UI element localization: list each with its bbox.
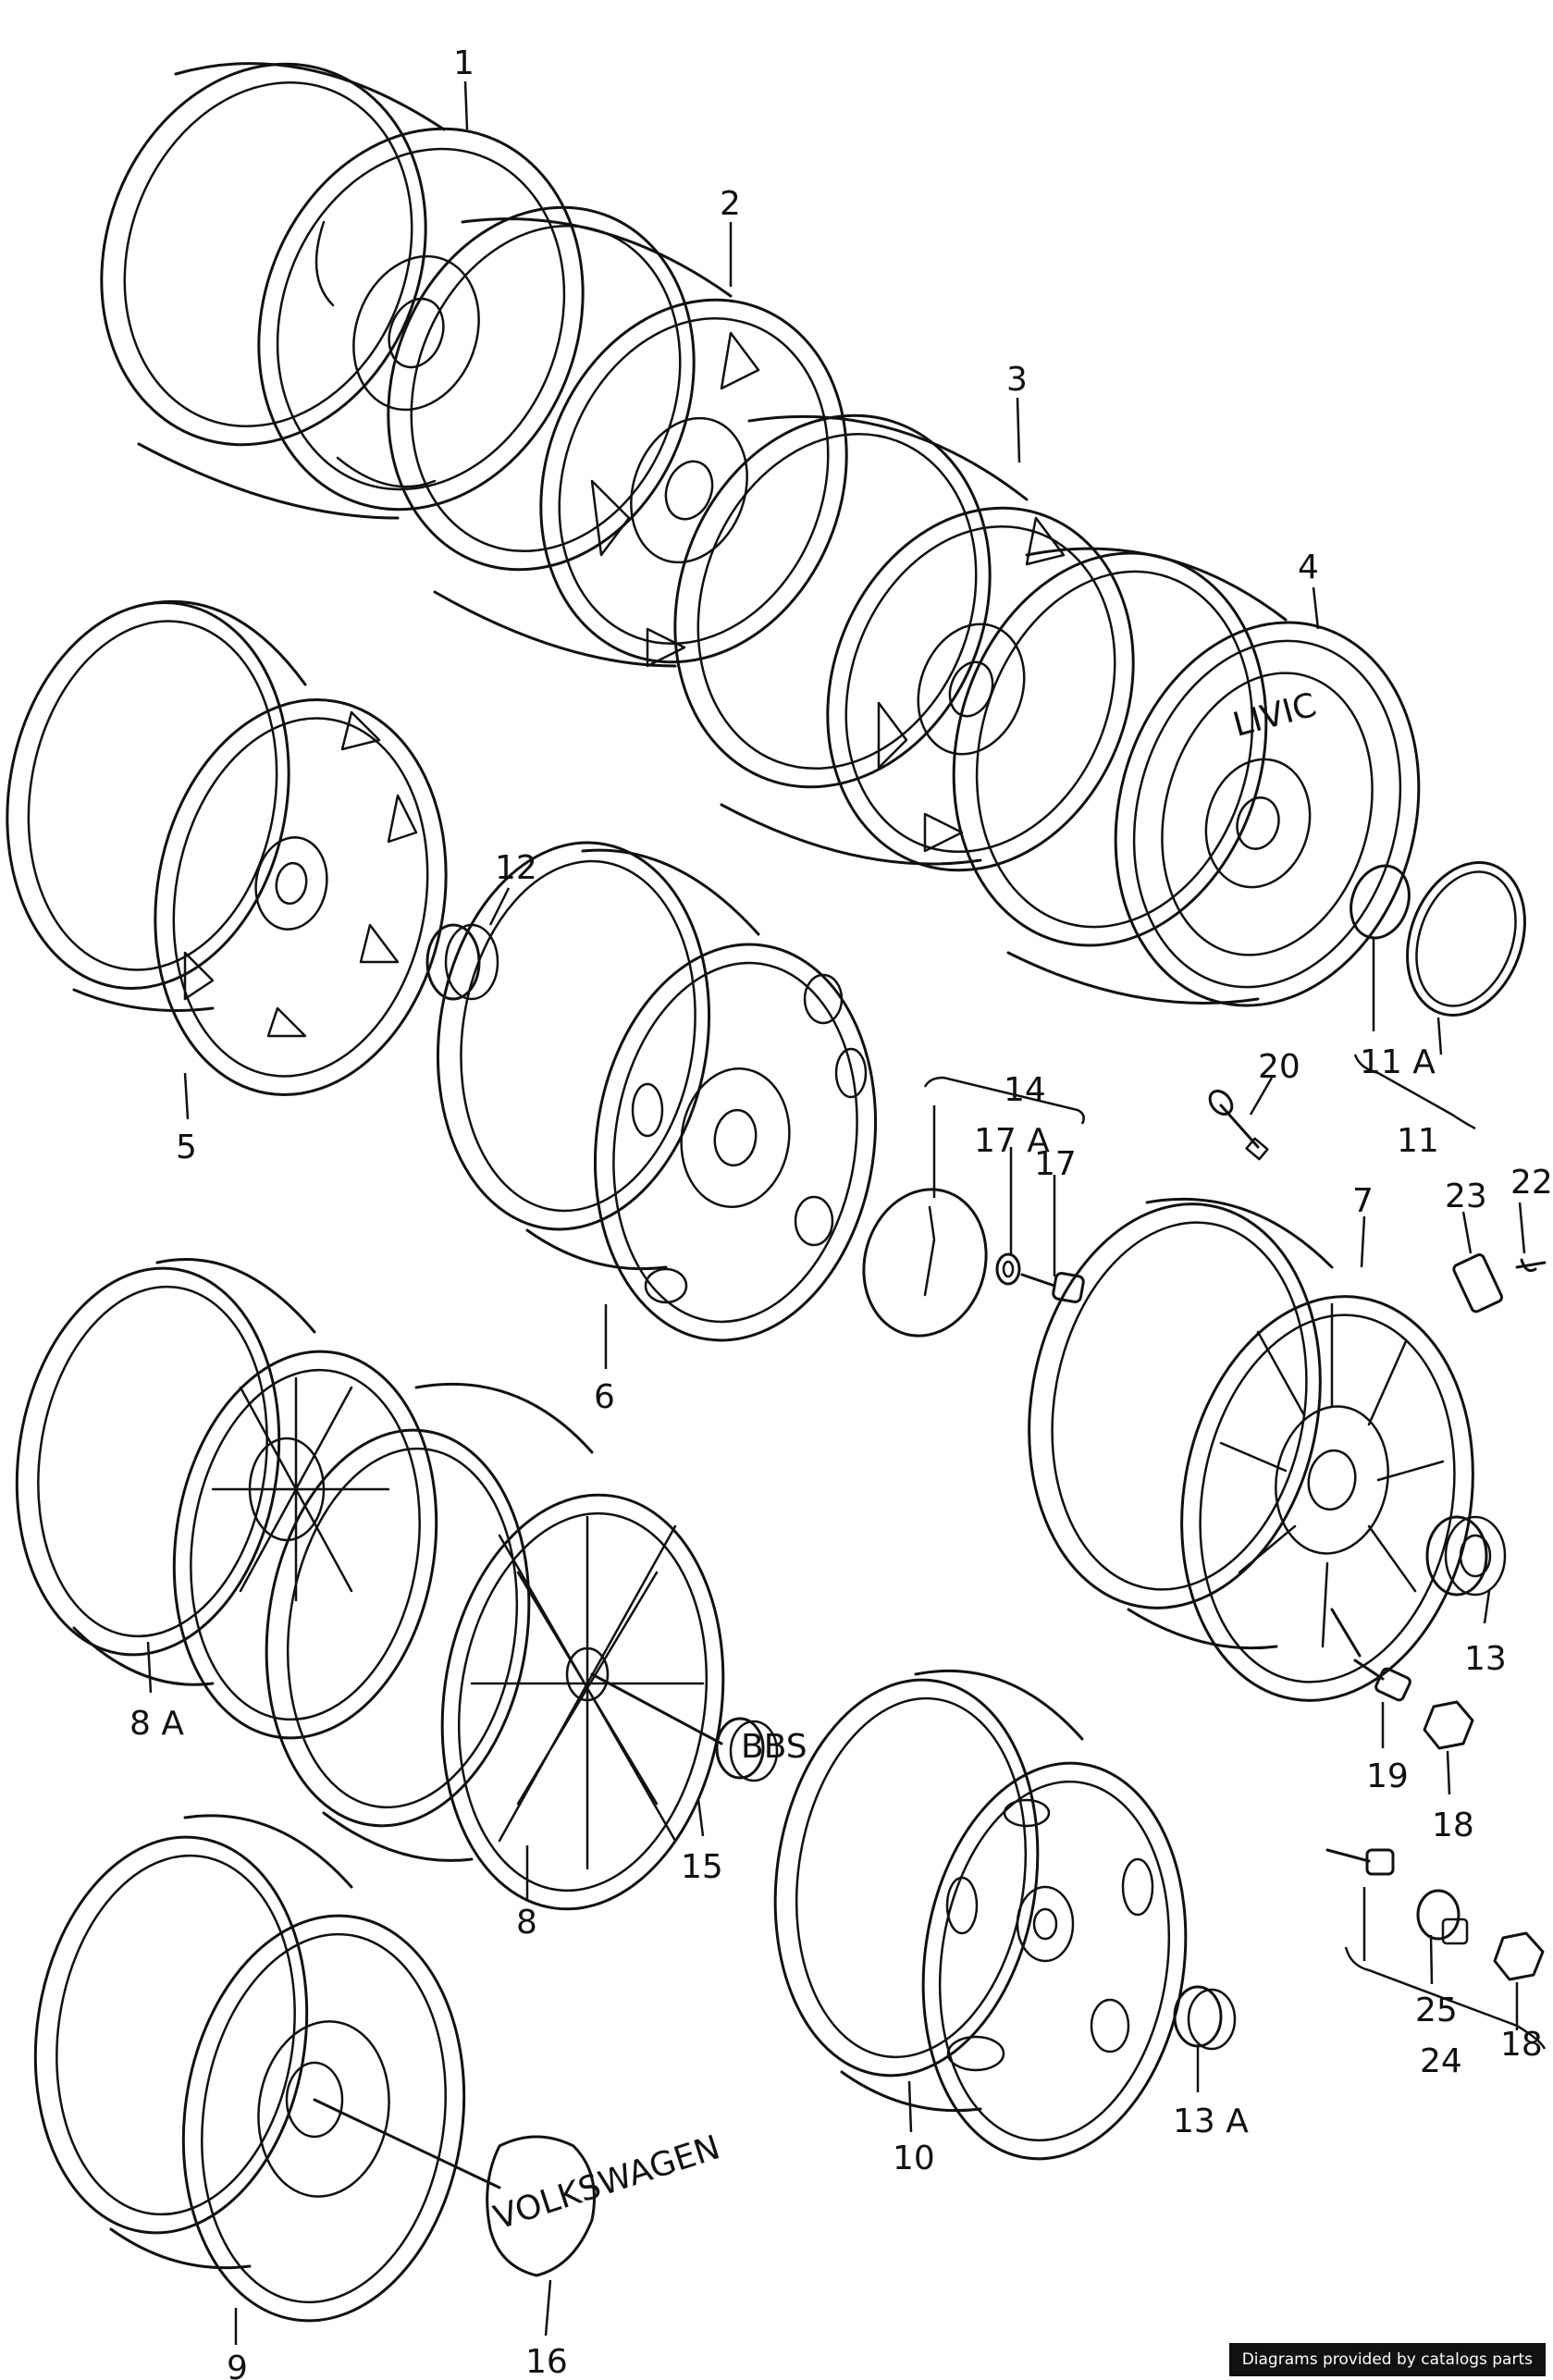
label-17a: 17 A: [974, 1122, 1050, 1160]
label-18-upper: 18: [1432, 1807, 1474, 1844]
label-16: 16: [525, 2343, 568, 2380]
nut-18-upper: [1423, 1700, 1474, 1750]
label-18-lower: 18: [1500, 2026, 1543, 2064]
label-1: 1: [453, 44, 475, 82]
lock-bolt-24: [1325, 1848, 1395, 1876]
label-20: 20: [1258, 1048, 1300, 1086]
label-8a: 8 A: [129, 1705, 184, 1743]
clip-22: [1515, 1258, 1547, 1273]
wheel-8a: [15, 1258, 438, 1740]
label-17: 17: [1034, 1145, 1077, 1183]
lock-key-25: [1416, 1889, 1469, 1945]
label-13a: 13 A: [1173, 2103, 1249, 2140]
wheel-3: [673, 413, 1135, 872]
label-25: 25: [1415, 1992, 1458, 2029]
washer-17a: [995, 1252, 1021, 1286]
bolt-17: [1020, 1272, 1085, 1303]
livic-emblem-text: LIVIC: [1229, 686, 1321, 745]
label-23: 23: [1445, 1178, 1487, 1215]
trim-ring-11: [1406, 861, 1526, 1017]
label-9: 9: [227, 2349, 248, 2380]
bolt-19: [1353, 1659, 1411, 1702]
wheel-9: [33, 1814, 501, 2323]
label-5: 5: [176, 1128, 197, 1166]
label-10: 10: [893, 2140, 935, 2177]
wheel-8: [265, 1382, 725, 1911]
balance-weight-23: [1452, 1253, 1504, 1313]
center-cap-13: [1425, 1515, 1507, 1597]
label-7: 7: [1352, 1182, 1374, 1220]
volkswagen-emblem-text: VOLKSWAGEN: [489, 2128, 724, 2237]
label-11: 11: [1397, 1122, 1439, 1160]
label-6: 6: [594, 1378, 615, 1416]
valve-20: [1208, 1089, 1269, 1161]
label-12: 12: [495, 849, 537, 887]
label-19: 19: [1366, 1757, 1409, 1795]
label-8: 8: [516, 1904, 537, 1942]
label-14: 14: [1004, 1071, 1046, 1109]
wheel-1: [100, 62, 585, 520]
part-labels: 1 2 3 4 5 12 6 14 17 A 17 11 A 11 20 7 2…: [129, 44, 1553, 2380]
label-4: 4: [1298, 549, 1319, 586]
center-cap-16: VOLKSWAGEN: [486, 2128, 724, 2277]
wheel-2: [387, 205, 848, 668]
center-cap-15: BBS: [715, 1717, 807, 1782]
label-2: 2: [720, 185, 741, 223]
ring-11a: [1350, 864, 1411, 940]
leader-lines: [146, 80, 1547, 2345]
wheel-7: [1028, 1197, 1474, 1702]
hub-cover-14: [862, 1188, 988, 1338]
wheel-10: [773, 1669, 1188, 2161]
wheel-5: [6, 599, 448, 1096]
nut-18-lower: [1493, 1931, 1545, 1981]
label-15: 15: [681, 1848, 723, 1886]
wheel-6: [436, 841, 878, 1342]
center-cap-13a: [1173, 1985, 1237, 2051]
label-3: 3: [1006, 361, 1028, 399]
wheel-4: LIVIC: [952, 547, 1421, 1007]
credit-badge: Diagrams provided by catalogs parts: [1228, 2343, 1546, 2376]
label-24: 24: [1420, 2042, 1462, 2080]
label-22: 22: [1510, 1164, 1553, 1202]
bbs-emblem-text: BBS: [741, 1728, 807, 1766]
label-13: 13: [1464, 1640, 1507, 1678]
label-11a: 11 A: [1360, 1043, 1436, 1081]
